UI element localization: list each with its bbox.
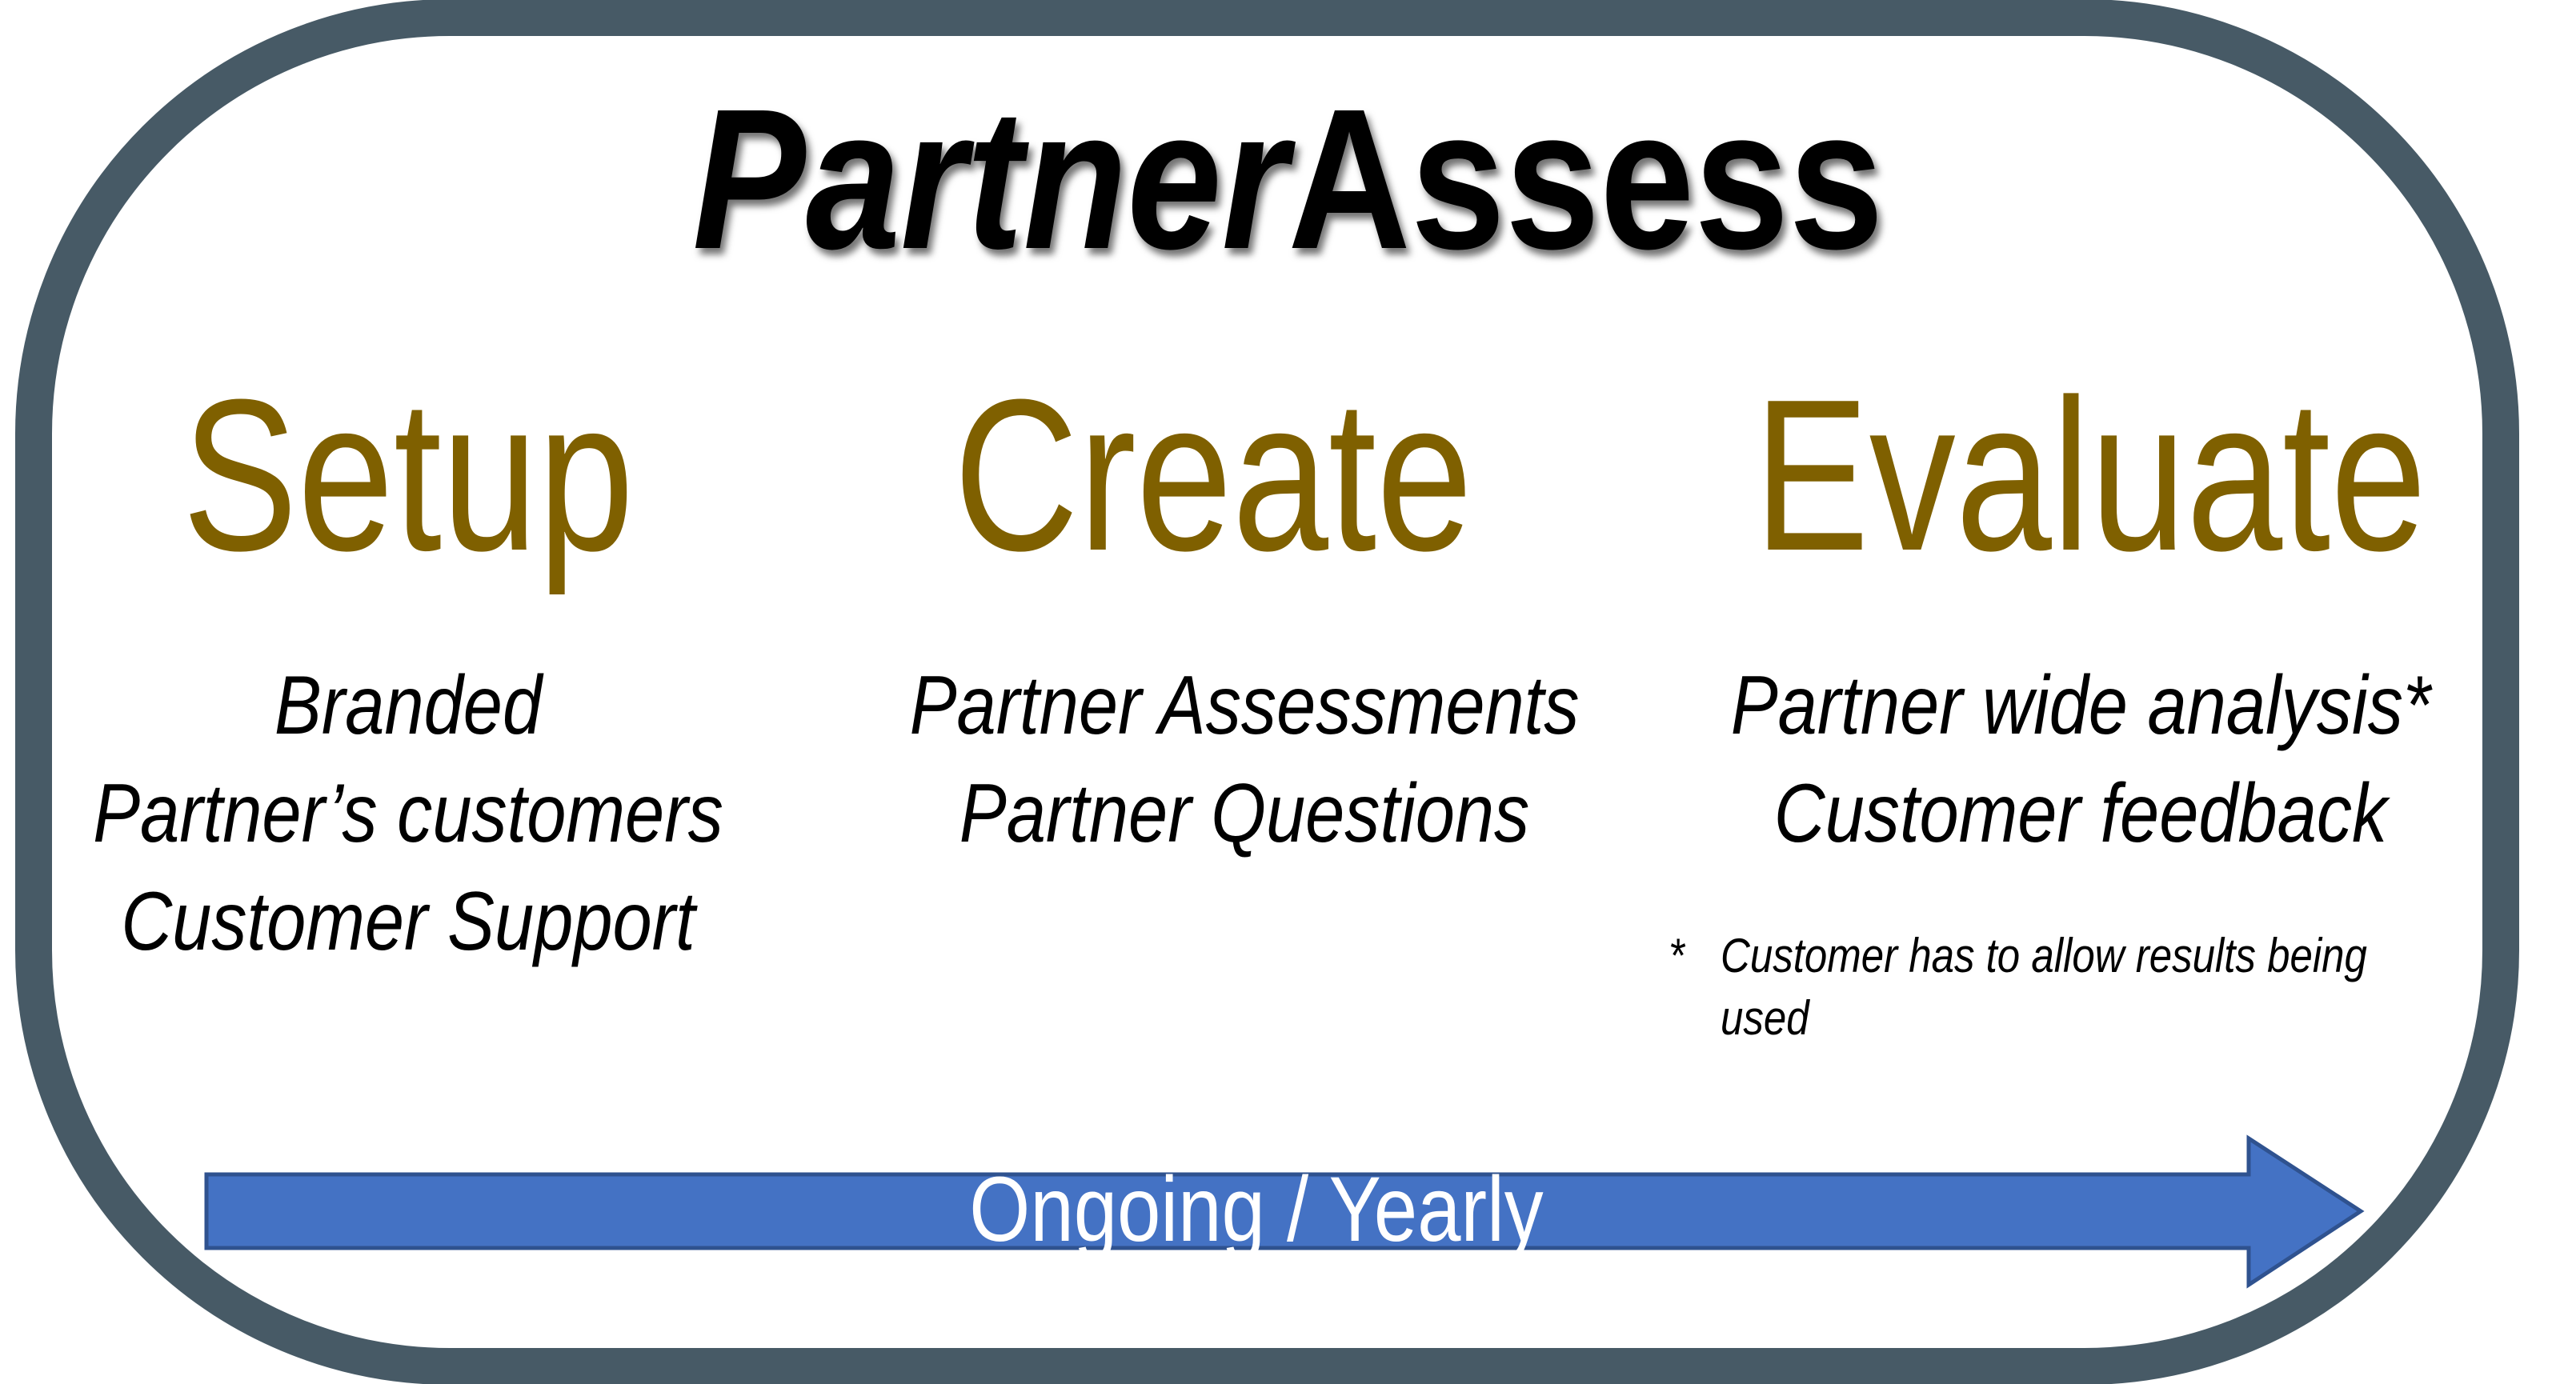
footnote-line: used <box>1721 991 1809 1045</box>
rounded-frame <box>15 0 2519 1384</box>
create-item: Partner Assessments <box>909 659 1580 752</box>
heading-setup: Setup <box>182 355 635 596</box>
timeline-arrow <box>204 1134 2365 1289</box>
heading-evaluate: Evaluate <box>1753 355 2427 596</box>
title-assess: Assess <box>1288 67 1884 290</box>
arrow-label: Ongoing / Yearly <box>969 1158 1544 1261</box>
setup-item: Branded <box>274 659 543 752</box>
setup-item: Partner’s customers <box>93 767 723 860</box>
setup-item: Customer Support <box>121 875 695 968</box>
page-title: PartnerAssess <box>193 64 2382 294</box>
title-partner: Partner <box>692 67 1288 290</box>
evaluate-item: Partner wide analysis* <box>1730 659 2431 752</box>
create-item: Partner Questions <box>959 767 1530 860</box>
heading-create: Create <box>953 355 1473 596</box>
evaluate-item: Customer feedback <box>1773 767 2388 860</box>
footnote-line: Customer has to allow results being <box>1721 929 2367 982</box>
footnote-marker: * <box>1669 929 1685 982</box>
